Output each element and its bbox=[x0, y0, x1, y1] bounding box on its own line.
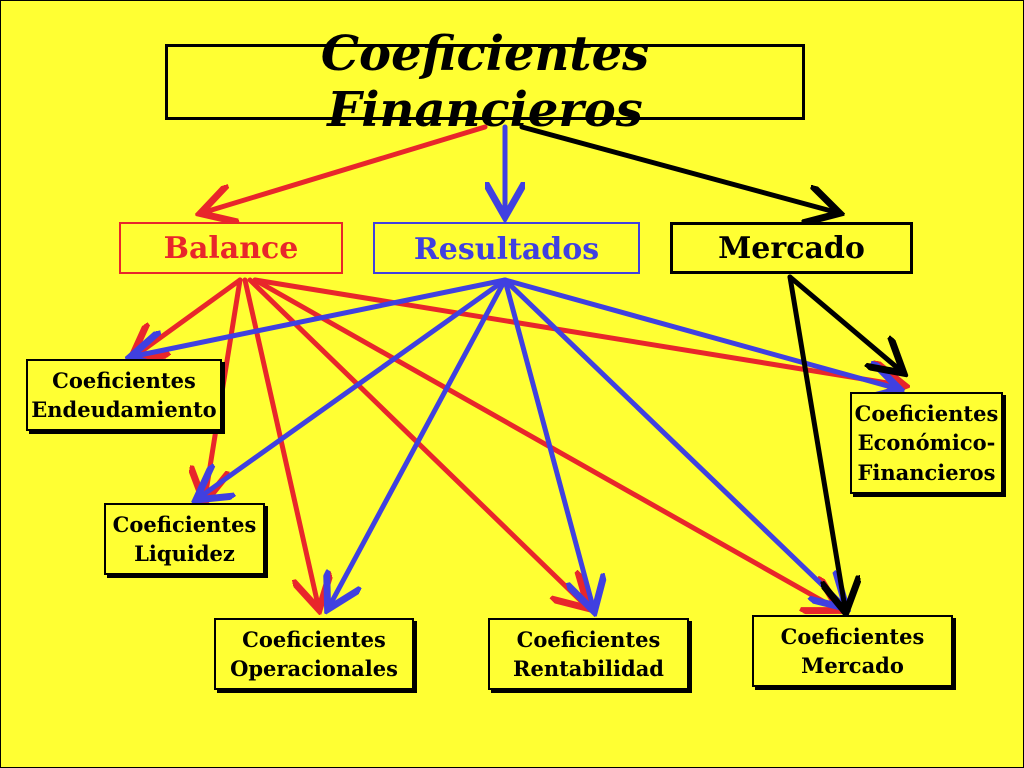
arrow-title-to-mercado bbox=[519, 124, 835, 212]
arrow-resultados-to-mercado bbox=[502, 277, 843, 605]
node-liquidez: Coeficientes Liquidez bbox=[104, 503, 265, 575]
arrow-balance-to-operacionales bbox=[242, 277, 318, 605]
arrow-balance-to-liquidez bbox=[205, 277, 243, 498]
arrow-resultados-to-liquidez bbox=[200, 277, 508, 497]
category-resultados-label: Resultados bbox=[413, 232, 600, 267]
node-economico-financieros: Coeficientes Económico- Financieros bbox=[850, 392, 1003, 494]
node-economico-line1: Coeficientes bbox=[854, 400, 999, 426]
category-balance: Balance bbox=[119, 222, 343, 274]
arrow-resultados-to-economico bbox=[502, 277, 895, 388]
node-rentabilidad-line2: Rentabilidad bbox=[513, 656, 664, 681]
node-mercado-line2: Mercado bbox=[801, 653, 904, 678]
arrow-mercado-to-economico bbox=[787, 274, 900, 370]
arrow-resultados-to-operacionales bbox=[330, 277, 508, 605]
category-mercado: Mercado bbox=[670, 222, 913, 274]
arrow-balance-to-mercado bbox=[252, 277, 835, 608]
node-mercado: Coeficientes Mercado bbox=[752, 615, 953, 687]
arrow-mercado-to-mercado bbox=[787, 274, 845, 608]
node-rentabilidad: Coeficientes Rentabilidad bbox=[488, 618, 689, 690]
node-endeudamiento-line2: Endeudamiento bbox=[31, 397, 217, 422]
category-resultados: Resultados bbox=[373, 222, 640, 274]
node-liquidez-line2: Liquidez bbox=[134, 541, 235, 566]
node-operacionales-line2: Operacionales bbox=[230, 656, 398, 681]
arrow-balance-to-economico bbox=[252, 277, 900, 385]
diagram-title: Coeficientes Financieros bbox=[165, 26, 805, 138]
node-liquidez-line1: Coeficientes bbox=[112, 511, 257, 537]
node-operacionales-line1: Coeficientes bbox=[242, 626, 386, 652]
node-rentabilidad-line1: Coeficientes bbox=[516, 626, 661, 652]
category-balance-label: Balance bbox=[163, 230, 299, 266]
node-economico-line3: Financieros bbox=[857, 459, 996, 485]
diagram-title-text: Coeficientes Financieros bbox=[320, 26, 650, 138]
arrow-resultados-to-rentabilidad bbox=[502, 277, 593, 607]
category-mercado-label: Mercado bbox=[718, 230, 865, 266]
arrow-title-to-balance bbox=[205, 124, 488, 212]
node-endeudamiento-line1: Coeficientes bbox=[52, 367, 196, 393]
arrow-resultados-to-endeudamiento bbox=[135, 277, 508, 356]
node-economico-line2: Económico- bbox=[857, 430, 996, 456]
node-operacionales: Coeficientes Operacionales bbox=[214, 618, 414, 690]
node-endeudamiento: Coeficientes Endeudamiento bbox=[26, 359, 222, 431]
node-mercado-line1: Coeficientes bbox=[780, 623, 925, 649]
